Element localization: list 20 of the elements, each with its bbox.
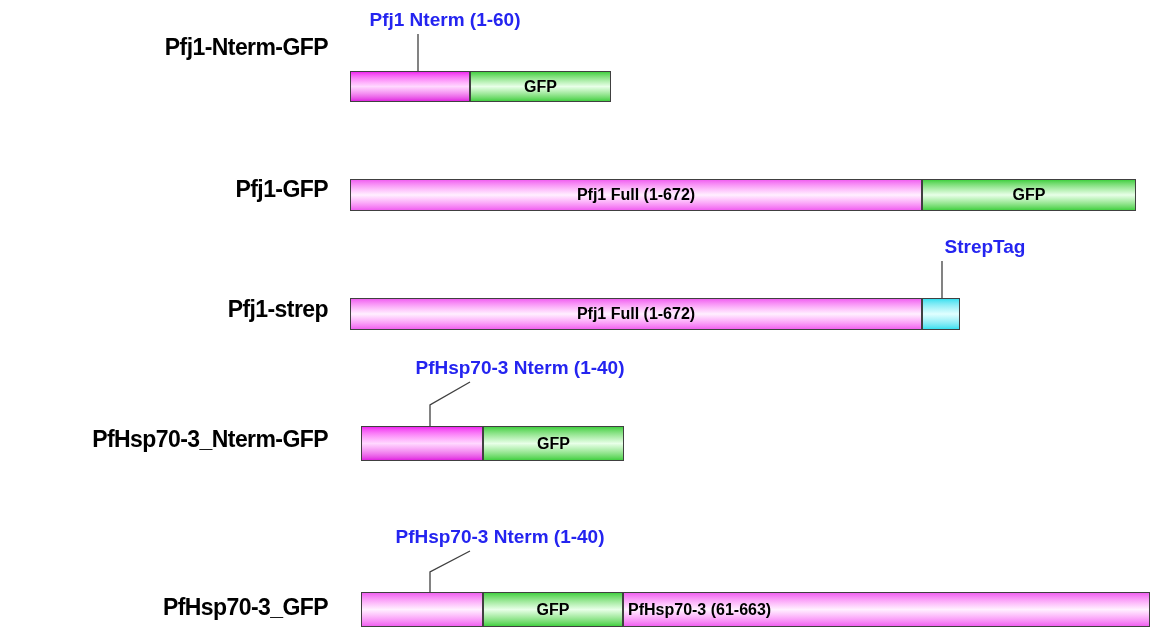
domain-label: StrepTag [925,233,1045,261]
domain-label: PfHsp70-3 Nterm (1-40) [370,354,670,382]
construct-name: Pfj1-strep [227,298,328,321]
leader-line [429,381,471,427]
construct-name: PfHsp70-3_GFP [162,596,328,619]
protein-segment: PfHsp70-3 (61-663) [623,592,1150,627]
construct-name: Pfj1-Nterm-GFP [164,36,328,59]
leader-line [429,550,471,593]
protein-segment: GFP [483,426,624,461]
protein-segment: Pfj1 Full (1-672) [350,298,922,330]
domain-label: Pfj1 Nterm (1-60) [340,6,550,34]
leader-line [417,33,419,72]
construct-name: Pfj1-GFP [235,178,328,201]
leader-line [941,260,943,299]
protein-segment: Pfj1 Full (1-672) [350,179,922,211]
protein-segment: GFP [470,71,611,102]
construct-name: PfHsp70-3_Nterm-GFP [92,428,328,451]
protein-segment: GFP [922,179,1136,211]
protein-segment: GFP [483,592,623,627]
domain-label: PfHsp70-3 Nterm (1-40) [350,523,650,551]
